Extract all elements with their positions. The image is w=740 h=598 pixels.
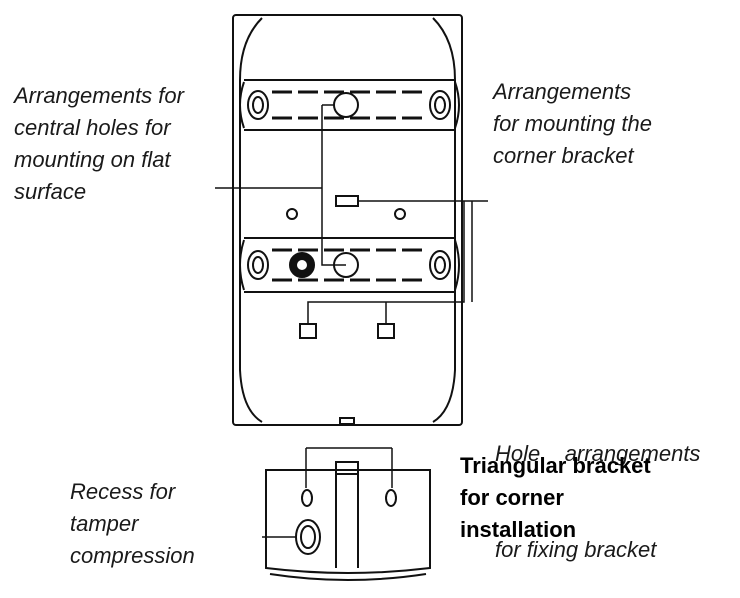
label-fixing-bracket: Hole arrangements for fixing bracket — [495, 374, 700, 598]
left-lower-slot — [247, 250, 269, 280]
label-line: for mounting the — [493, 111, 652, 136]
fixing-bracket-slot-right — [377, 323, 395, 339]
label-triangular-bracket: Triangular bracket for corner installati… — [460, 450, 651, 546]
label-line: surface — [14, 179, 87, 204]
small-hole-left — [286, 208, 298, 220]
label-line: for fixing bracket — [495, 537, 657, 562]
bracket-hole-right — [385, 489, 397, 507]
corner-bracket-slot-center — [335, 195, 359, 207]
label-central-holes: Arrangements for central holes for mount… — [14, 80, 184, 208]
label-line: tamper — [70, 511, 139, 536]
label-line: central holes for — [14, 115, 171, 140]
label-line: installation — [460, 517, 577, 542]
label-line: Recess for — [70, 479, 176, 504]
leader-lines — [215, 104, 488, 324]
label-line: corner bracket — [493, 143, 634, 168]
label-line: Arrangements — [493, 79, 632, 104]
fixing-bracket-slot-left — [299, 323, 317, 339]
mounting-plate — [232, 14, 463, 426]
triangular-bracket — [262, 447, 431, 581]
central-hole-upper — [333, 92, 359, 118]
left-upper-slot — [247, 90, 269, 120]
right-lower-slot — [429, 250, 451, 280]
label-line: Arrangements for — [14, 83, 184, 108]
label-corner-bracket-mount: Arrangements for mounting the corner bra… — [493, 76, 652, 172]
label-line: Triangular bracket — [460, 453, 651, 478]
right-upper-slot — [429, 90, 451, 120]
small-hole-right — [394, 208, 406, 220]
label-line: Hole arrangements — [495, 441, 701, 466]
label-line: mounting on flat — [14, 147, 171, 172]
upper-rail — [239, 79, 460, 131]
label-line: compression — [70, 543, 195, 568]
label-tamper-recess: Recess for tamper compression — [70, 476, 195, 572]
label-line: for corner — [460, 485, 564, 510]
lower-rail — [239, 237, 460, 293]
bracket-hole-left — [301, 489, 313, 507]
